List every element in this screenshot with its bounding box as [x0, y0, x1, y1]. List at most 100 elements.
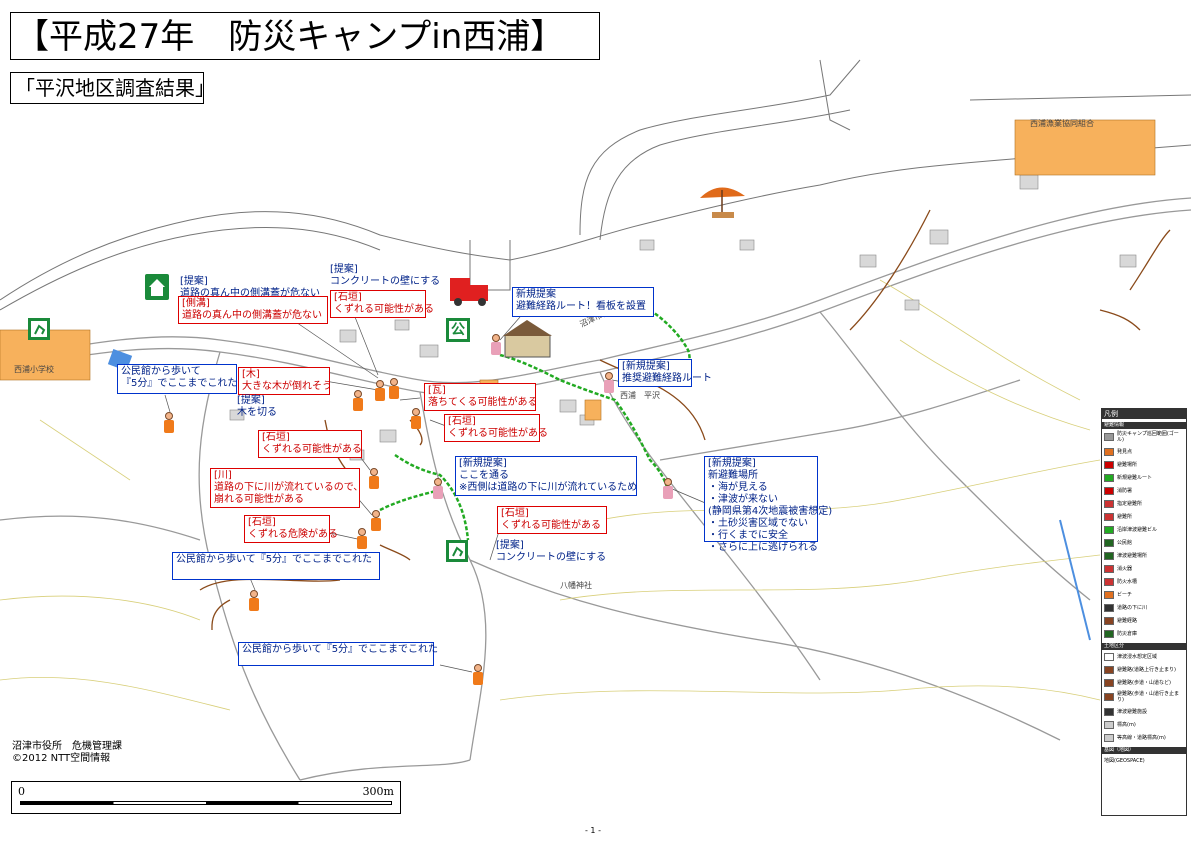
annotation-9: [瓦] 落ちてくる可能性がある [424, 383, 538, 411]
legend-row: 避難場所 [1102, 458, 1186, 471]
person-marker-pink [662, 478, 674, 500]
legend-swatch [1104, 616, 1114, 625]
house-icon [503, 320, 552, 358]
legend-label: 津波避難場所 [1117, 552, 1148, 559]
legend-row: 避難経路 [1102, 614, 1186, 627]
legend-row: 防災倉庫 [1102, 627, 1186, 640]
scale-bar-graphic [20, 801, 392, 805]
legend-row: 避難所 [1102, 510, 1186, 523]
scale-bar: 0 300m [11, 781, 401, 814]
legend-label: 防災倉庫 [1117, 630, 1138, 637]
legend-row: 防火水槽 [1102, 575, 1186, 588]
person-marker [410, 408, 422, 430]
legend-swatch [1104, 512, 1114, 521]
legend-label: 避難路(道路上行き止まり) [1117, 666, 1176, 673]
legend-label: 公民館 [1117, 539, 1133, 546]
legend-label: 避難場所 [1117, 461, 1138, 468]
legend-row: ビーチ [1102, 588, 1186, 601]
legend-label: 防火水槽 [1117, 578, 1138, 585]
legend-label: 避難経路 [1117, 617, 1138, 624]
person-marker [352, 390, 364, 412]
legend-row: 公民館 [1102, 536, 1186, 549]
legend-label: 標高(m) [1117, 721, 1136, 728]
annotation-10: [石垣] くずれる可能性がある [444, 414, 548, 442]
legend-row: 津波避難場所 [1102, 549, 1186, 562]
public-mark: 公 [451, 322, 465, 338]
annotation-12: [新規提案] 推奨避難経路ルート [618, 359, 712, 387]
legend-swatch [1104, 652, 1114, 661]
legend-label: 避難所 [1117, 513, 1133, 520]
legend-swatch [1104, 460, 1114, 469]
legend-row: 津波浸水想定区域 [1102, 650, 1186, 663]
legend-label: 沿岸津波避難ビル [1117, 526, 1158, 533]
person-marker [368, 468, 380, 490]
person-marker [472, 664, 484, 686]
annotation-3: [提案] コンクリートの壁にする [330, 264, 441, 287]
beach-umbrella-icon [700, 187, 745, 218]
legend-label: 避難路(歩道・山道行き止まり) [1117, 691, 1179, 703]
annotation-14: [川] 道路の下に川が流れているので、 崩れる可能性がある [210, 468, 363, 508]
map-title: 【平成27年 防災キャンプin西浦】 [10, 12, 600, 60]
legend-row: 防災キャンプ巡回範囲(ゴール) [1102, 429, 1186, 445]
legend-swatch [1104, 577, 1114, 586]
annotation-2: [側溝] 道路の真ん中の側溝蓋が危ない [178, 296, 328, 324]
cooperative-label: 西浦漁業協同組合 [1030, 119, 1094, 128]
legend-swatch [1104, 447, 1114, 456]
legend-swatch [1104, 551, 1114, 560]
legend-label: 等高線・道路標高(m) [1117, 734, 1166, 741]
annotation-6: [木] 大きな木が倒れそう [238, 367, 332, 395]
legend-row: 等高線・道路標高(m) [1102, 731, 1186, 744]
legend-label: 指定避難所 [1117, 500, 1143, 507]
legend-swatch [1104, 486, 1114, 495]
legend-label: 新規避難ルート [1117, 474, 1153, 481]
school-label: 西浦小学校 [14, 365, 54, 374]
legend-swatch [1104, 499, 1114, 508]
legend-swatch [1104, 733, 1114, 742]
annotation-16: [石垣] くずれる可能性がある [497, 506, 607, 534]
legend-row: 新規避難ルート [1102, 471, 1186, 484]
legend-title: 凡例 [1102, 409, 1186, 419]
annotation-11: [石垣] くずれる可能性がある [258, 430, 362, 458]
evacuation-site-icon-2 [446, 540, 468, 562]
legend-swatch [1104, 693, 1114, 701]
person-marker [374, 380, 386, 402]
person-marker [370, 510, 382, 532]
annotation-15: [石垣] くずれる危険がある [244, 515, 338, 543]
legend-label: 道路の下に川 [1117, 604, 1148, 611]
legend-swatch [1104, 603, 1114, 612]
person-marker [248, 590, 260, 612]
person-marker [356, 528, 368, 550]
legend-row: 避難路(道路上行き止まり) [1102, 663, 1186, 676]
scale-start: 0 [18, 785, 25, 798]
legend-label: ビーチ [1117, 591, 1133, 598]
legend-section-evacuation: 避難情報 [1102, 422, 1186, 429]
legend-swatch [1104, 720, 1114, 729]
legend-row: 発見点 [1102, 445, 1186, 458]
legend-section-basemap: 基図（地図） [1102, 747, 1186, 754]
map-legend: 凡例 避難情報 防災キャンプ巡回範囲(ゴール)発見点避難場所新規避難ルート消防署… [1101, 408, 1187, 816]
legend-label: 津波避難施設 [1117, 708, 1148, 715]
legend-row: 道路の下に川 [1102, 601, 1186, 614]
legend-swatch [1104, 564, 1114, 573]
shrine-label: 八幡神社 [560, 581, 592, 590]
shelter-house-icon [145, 274, 169, 300]
legend-row: 消火器 [1102, 562, 1186, 575]
annotation-17: [提案] コンクリートの壁にする [496, 540, 607, 563]
legend-swatch [1104, 678, 1114, 687]
legend-label: 防災キャンプ巡回範囲(ゴール) [1117, 431, 1179, 443]
legend-label: 発見点 [1117, 448, 1133, 455]
person-marker-pink [603, 372, 615, 394]
annotation-8: [提案] 木を切る [237, 395, 277, 418]
credit-text: 沼津市役所 危機管理課 ©2012 NTT空間情報 [12, 741, 122, 764]
legend-swatch [1104, 433, 1114, 441]
legend-swatch [1104, 473, 1114, 482]
annotation-19: 公民館から歩いて『5分』でここまでこれた [172, 552, 380, 580]
person-marker [163, 412, 175, 434]
annotation-4: [石垣] くずれる可能性がある [330, 290, 434, 318]
legend-row: 津波避難施設 [1102, 705, 1186, 718]
map-subtitle: 「平沢地区調査結果」 [10, 72, 215, 104]
legend-swatch [1104, 590, 1114, 599]
annotation-1: [提案] 道路の真ん中の側溝蓋が危ない [180, 276, 320, 299]
legend-row: 指定避難所 [1102, 497, 1186, 510]
